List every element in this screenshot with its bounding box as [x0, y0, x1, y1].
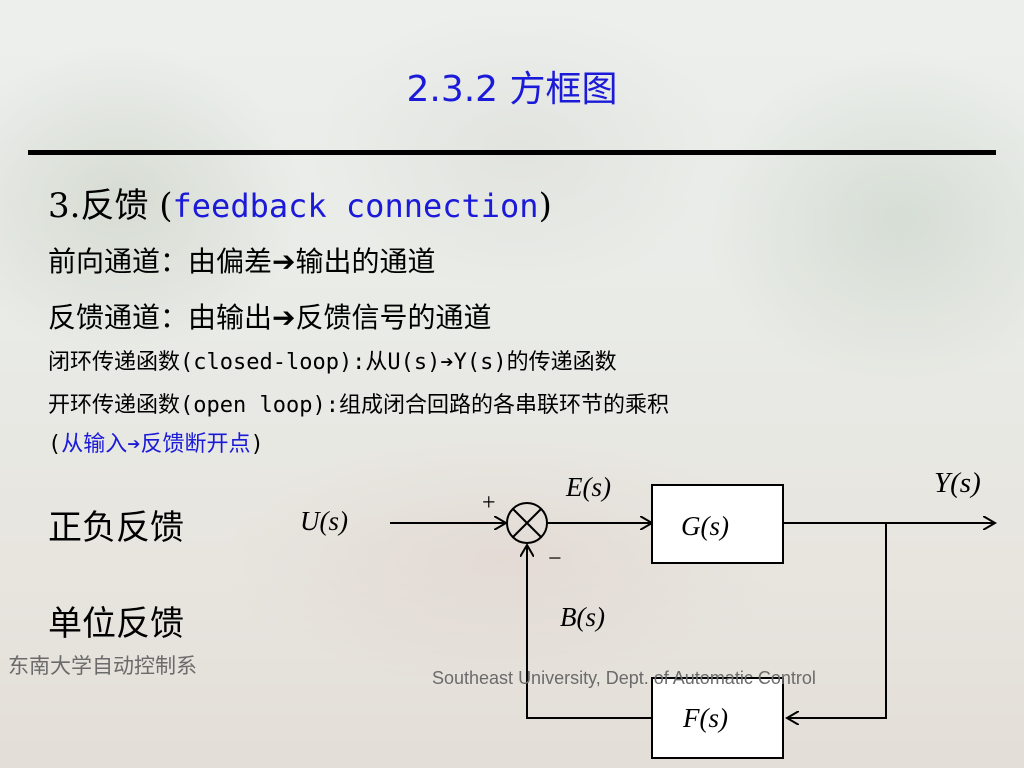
- feedback-text-end: 反馈信号的通道: [295, 301, 492, 334]
- plus-sign: +: [482, 490, 496, 516]
- feedback-block: [651, 677, 784, 759]
- summing-junction: [506, 502, 548, 544]
- note-text-end: 反馈断开点: [140, 432, 251, 457]
- note-text: 从输入: [61, 432, 128, 457]
- forward-path-line: 前向通道：由偏差➔输出的通道: [48, 240, 436, 280]
- footer-institution: 东南大学自动控制系: [8, 654, 197, 678]
- unity-feedback-label: 单位反馈: [48, 604, 184, 644]
- arrow-icon: ➔: [127, 432, 141, 457]
- feedback-return-line: [527, 545, 652, 719]
- heading-prefix: 3.反馈 (: [48, 186, 173, 226]
- closed-loop-text: 闭环传递函数(closed-loop):从U(s): [48, 350, 441, 375]
- footer-department: Southeast University, Dept. of Automatic…: [432, 668, 816, 688]
- feedback-pickoff-line: [787, 523, 887, 718]
- arrow-icon: ➔: [440, 350, 454, 375]
- forward-block-label: G(s): [681, 511, 729, 541]
- slide-title: 2.3.2 方框图: [406, 69, 618, 110]
- closed-loop-text-end: Y(s)的传递函数: [453, 350, 617, 375]
- feedback-signal-label: B(s): [560, 602, 605, 632]
- arrow-icon: ➔: [272, 245, 296, 278]
- error-label: E(s): [565, 472, 611, 502]
- closed-loop-line: 闭环传递函数(closed-loop):从U(s)➔Y(s)的传递函数: [48, 344, 617, 376]
- title-divider: [28, 150, 996, 155]
- forward-text-end: 输出的通道: [295, 245, 436, 278]
- heading-suffix: ): [538, 186, 552, 226]
- section-heading: 3.反馈 (feedback connection): [48, 178, 552, 227]
- output-label: Y(s): [934, 467, 981, 499]
- arrow-icon: ➔: [272, 301, 296, 334]
- feedback-block-label: F(s): [682, 703, 728, 733]
- input-label: U(s): [300, 506, 348, 536]
- forward-text: 前向通道：由偏差: [48, 245, 273, 278]
- paren-close: ): [250, 432, 264, 457]
- paren-open: (: [48, 432, 62, 457]
- feedback-path-line: 反馈通道：由输出➔反馈信号的通道: [48, 296, 492, 336]
- open-loop-line: 开环传递函数(open loop):组成闭合回路的各串联环节的乘积: [48, 393, 669, 418]
- pos-neg-feedback-label: 正负反馈: [48, 508, 184, 548]
- minus-sign: −: [548, 546, 562, 572]
- feedback-text: 反馈通道：由输出: [48, 301, 273, 334]
- open-loop-note: (从输入➔反馈断开点): [48, 426, 264, 458]
- heading-english: feedback connection: [172, 187, 539, 225]
